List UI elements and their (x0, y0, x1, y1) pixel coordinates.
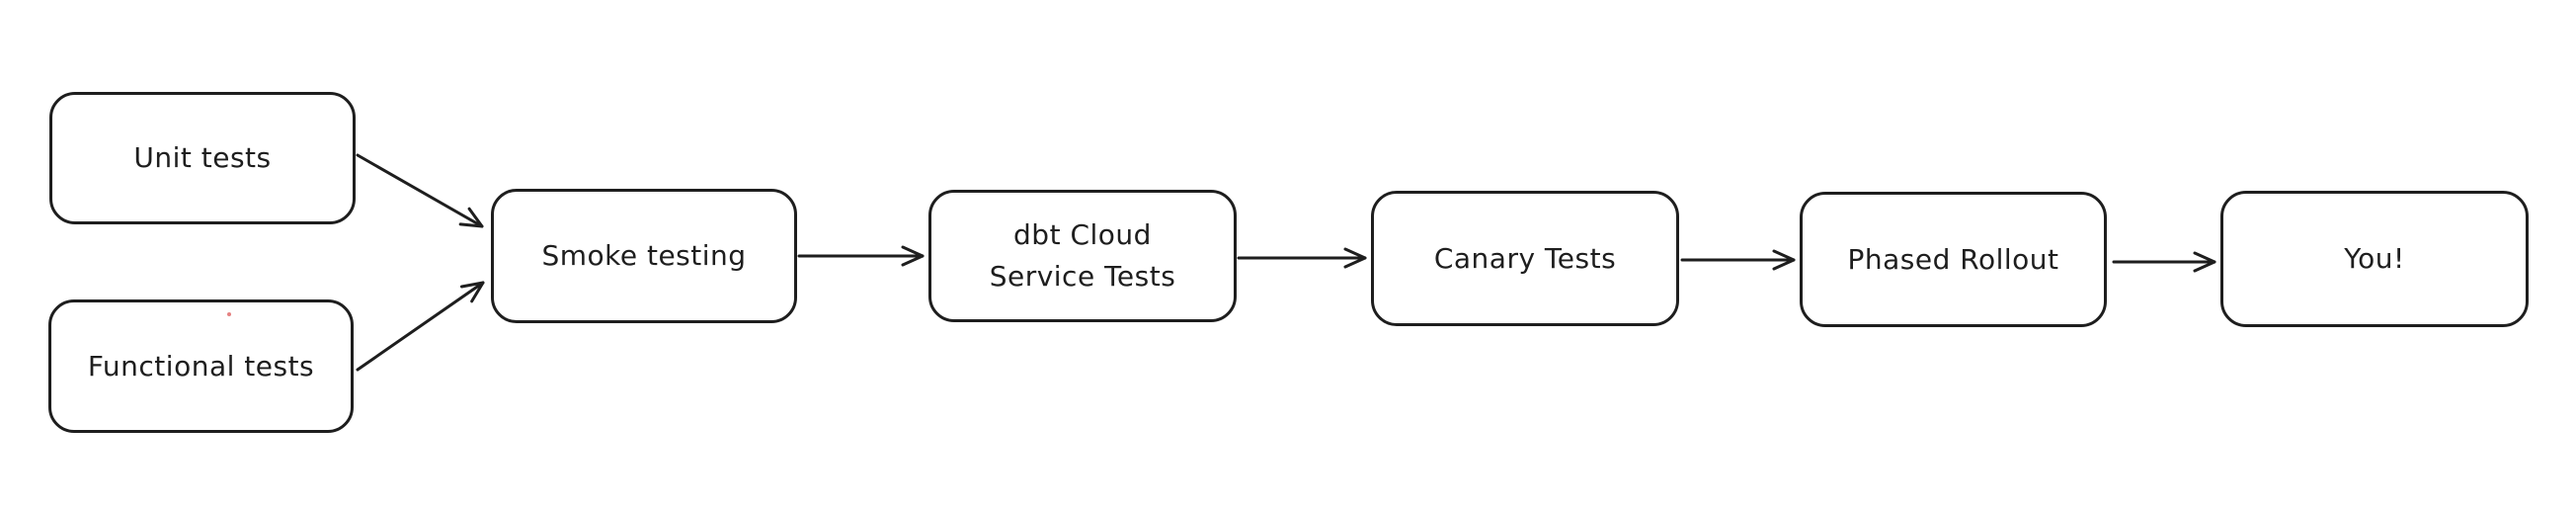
node-unit-tests: Unit tests (49, 92, 356, 224)
node-canary-tests: Canary Tests (1371, 191, 1679, 326)
edge-unit-tests-to-smoke-testing (356, 153, 484, 228)
node-label-line: Service Tests (989, 260, 1176, 293)
edge-functional-tests-to-smoke-testing (356, 281, 485, 372)
node-dbt-cloud-service-tests: dbt Cloud Service Tests (928, 190, 1237, 322)
node-label: Phased Rollout (1847, 242, 2059, 276)
node-phased-rollout: Phased Rollout (1800, 192, 2107, 327)
node-label: Functional tests (87, 349, 315, 382)
node-label: You! (2344, 242, 2405, 275)
node-label: Unit tests (133, 141, 272, 174)
node-you: You! (2220, 191, 2529, 327)
node-label: Canary Tests (1433, 241, 1617, 275)
node-smoke-testing: Smoke testing (491, 189, 797, 323)
red-speck-artifact (227, 312, 231, 316)
node-functional-tests: Functional tests (48, 299, 354, 433)
node-label-line: dbt Cloud (1013, 218, 1152, 251)
node-label: dbt Cloud Service Tests (990, 214, 1176, 298)
node-label: Smoke testing (541, 239, 747, 272)
